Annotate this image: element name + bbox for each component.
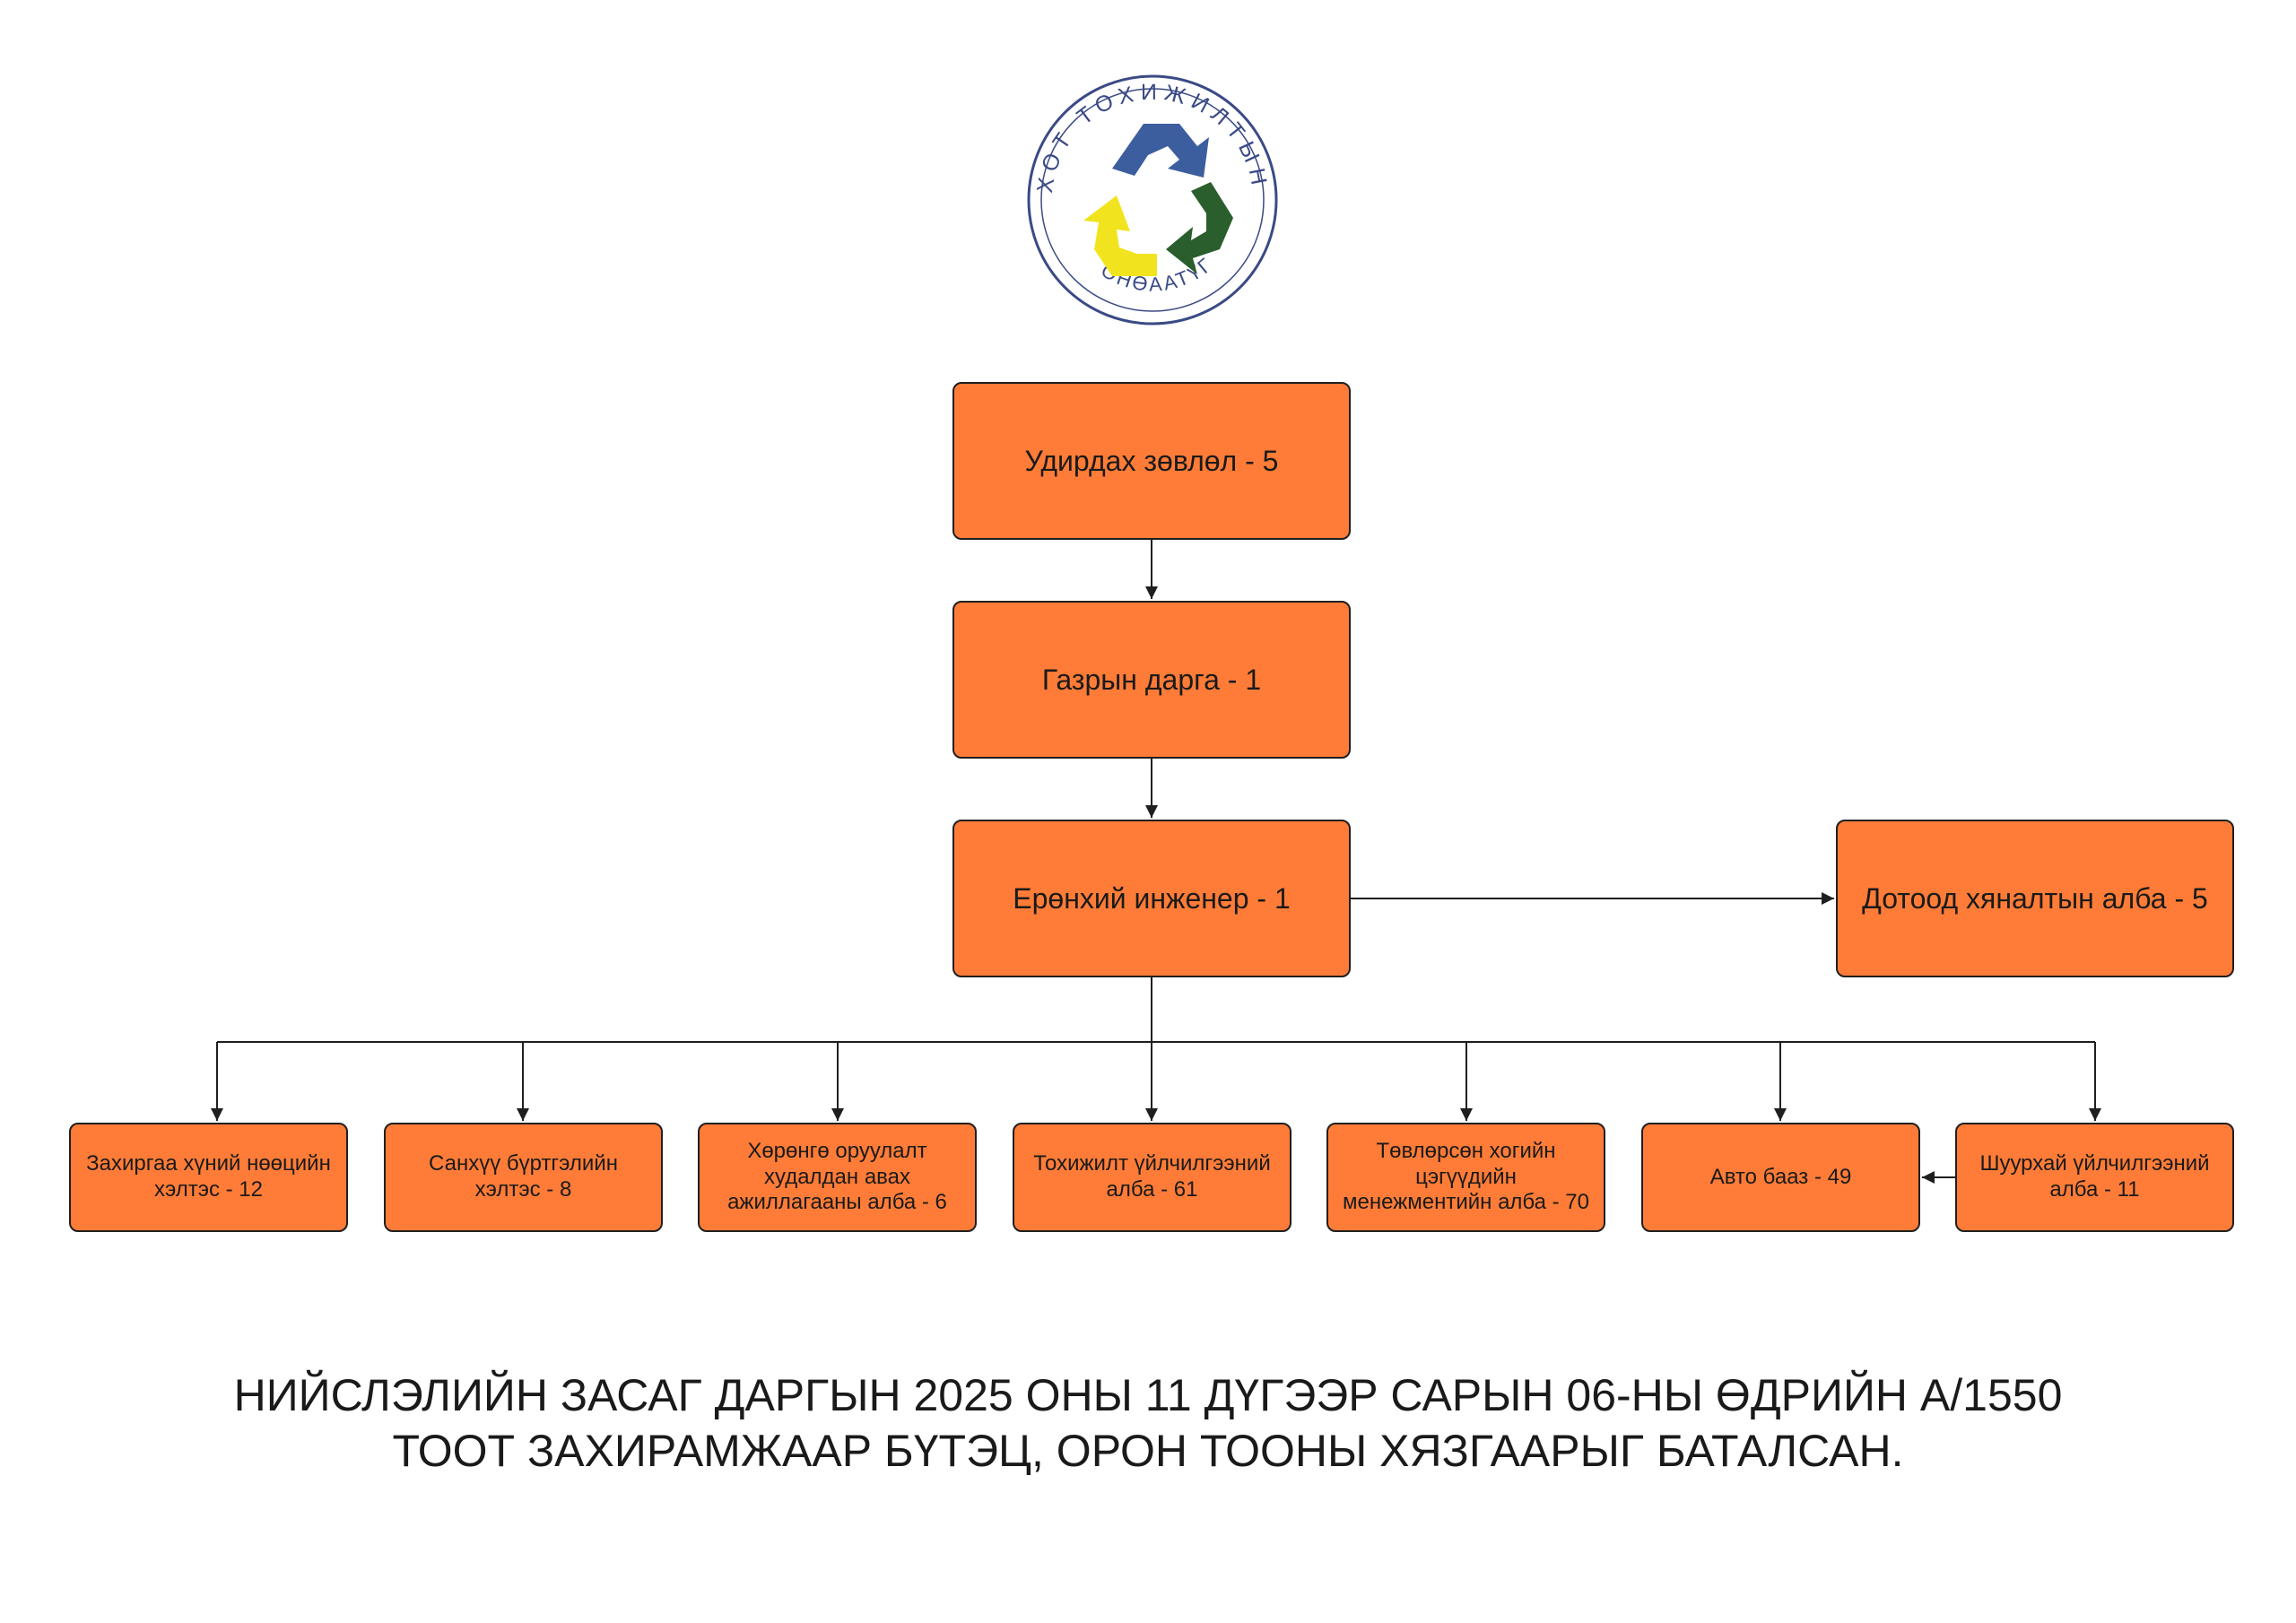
logo-inner-ring (1040, 88, 1265, 312)
node-waste: Төвлөрсөн хогийн цэгүүдийн менежментийн … (1326, 1123, 1605, 1232)
node-internal-audit-label: Дотоод хяналтын алба - 5 (1862, 881, 2208, 915)
logo: ХОТ ТОХИЖИЛТЫН ГАЗАР ОНӨААТҮГ (1022, 70, 1278, 325)
logo-outer-ring (1027, 74, 1278, 325)
recycle-arrow-green (1166, 182, 1233, 274)
node-director: Газрын дарга - 1 (952, 601, 1351, 759)
footer-line-2: ТООТ ЗАХИРАМЖААР БҮТЭЦ, ОРОН ТООНЫ ХЯЗГА… (392, 1426, 1904, 1476)
node-fleet: Авто бааз - 49 (1641, 1123, 1920, 1232)
recycle-arrow-blue (1112, 124, 1209, 178)
recycle-icon (1083, 124, 1233, 276)
footer-caption: НИЙСЛЭЛИЙН ЗАСАГ ДАРГЫН 2025 ОНЫ 11 ДҮГЭ… (0, 1367, 2296, 1479)
recycle-arrow-yellow (1083, 195, 1157, 276)
node-chief-engineer-label: Ерөнхий инженер - 1 (1013, 881, 1291, 915)
node-landscaping: Тохижилт үйлчилгээний алба - 61 (1013, 1123, 1292, 1232)
node-procurement: Хөрөнгө оруулалт худалдан авах ажиллагаа… (698, 1123, 977, 1232)
footer-line-1: НИЙСЛЭЛИЙН ЗАСАГ ДАРГЫН 2025 ОНЫ 11 ДҮГЭ… (233, 1370, 2063, 1420)
node-director-label: Газрын дарга - 1 (1041, 663, 1262, 696)
node-landscaping-label: Тохижилт үйлчилгээний алба - 61 (1033, 1151, 1271, 1202)
node-waste-label: Төвлөрсөн хогийн цэгүүдийн менежментийн … (1343, 1138, 1589, 1215)
node-sewer: Шуурхай үйлчилгээний алба - 11 (1955, 1123, 2234, 1232)
node-hr-label: Захиргаа хүний нөөцийн хэлтэс - 12 (86, 1151, 331, 1202)
node-sewer-label: Шуурхай үйлчилгээний алба - 11 (1979, 1151, 2210, 1202)
node-council-label: Удирдах зөвлөл - 5 (1024, 444, 1279, 477)
node-procurement-label: Хөрөнгө оруулалт худалдан авах ажиллагаа… (727, 1138, 947, 1215)
node-finance-label: Санхүү бүртгэлийн хэлтэс - 8 (429, 1151, 618, 1202)
node-chief-engineer: Ерөнхий инженер - 1 (952, 820, 1351, 977)
node-council: Удирдах зөвлөл - 5 (952, 382, 1351, 540)
node-hr: Захиргаа хүний нөөцийн хэлтэс - 12 (69, 1123, 348, 1232)
node-fleet-label: Авто бааз - 49 (1709, 1164, 1852, 1189)
node-finance: Санхүү бүртгэлийн хэлтэс - 8 (384, 1123, 663, 1232)
node-internal-audit: Дотоод хяналтын алба - 5 (1836, 820, 2234, 977)
